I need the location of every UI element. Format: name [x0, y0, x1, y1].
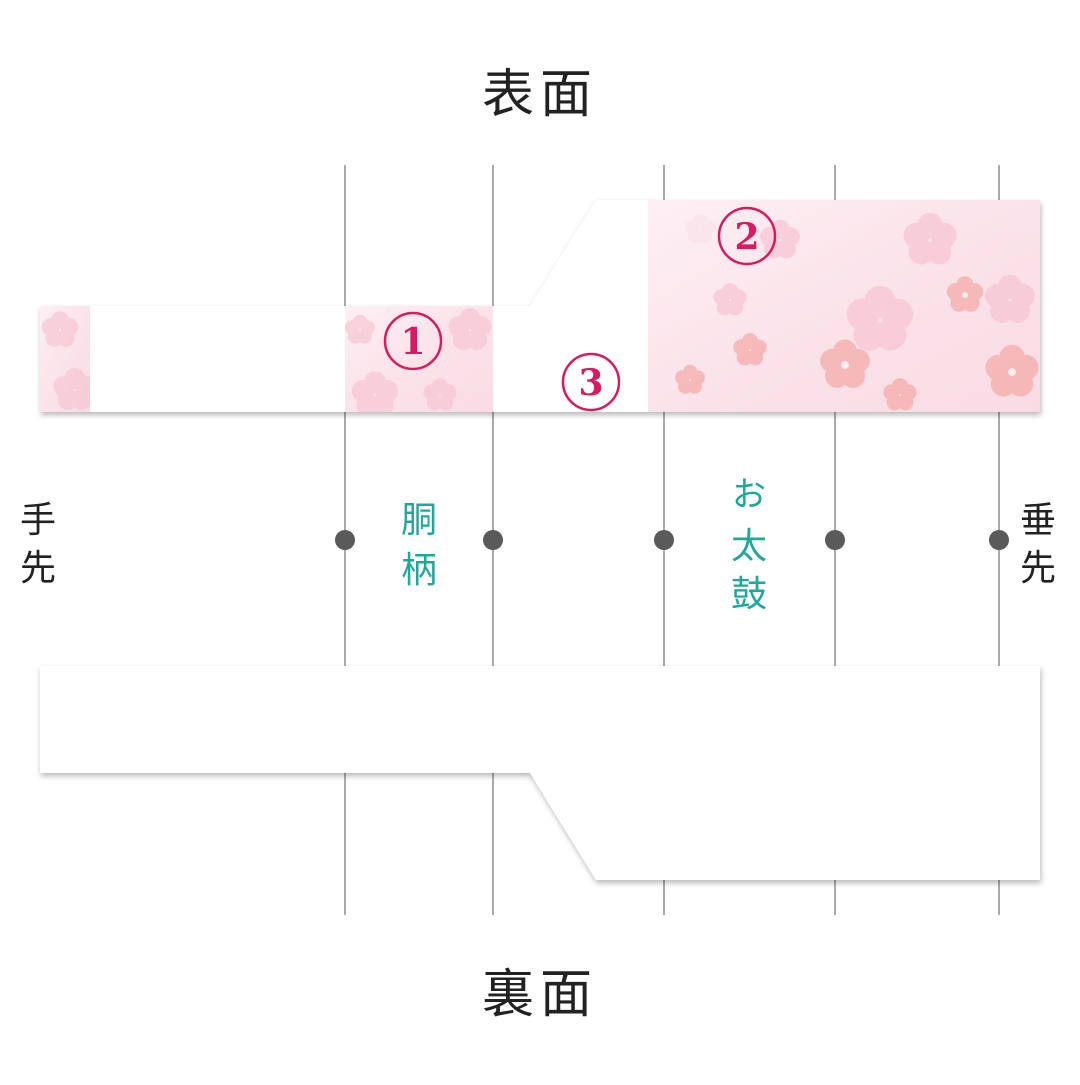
back-heading: 裏面	[482, 965, 598, 1025]
otaiko-label-1: お	[732, 475, 766, 515]
otaiko-label-2: 太	[731, 526, 767, 567]
marker-2: 2	[717, 206, 777, 266]
guide-dot-3	[654, 530, 674, 550]
guide-dot-2	[483, 530, 503, 550]
guide-dot-5	[989, 530, 1009, 550]
guide-dots	[335, 530, 1009, 550]
marker-1: 1	[383, 311, 443, 371]
tesaki-label-1: 手	[20, 500, 56, 541]
front-strip	[40, 200, 1040, 412]
tesaki-pattern	[40, 306, 90, 412]
guide-dot-1	[335, 530, 355, 550]
guide-dot-4	[825, 530, 845, 550]
front-heading: 表面	[482, 65, 598, 125]
dou-label-2: 柄	[401, 550, 437, 591]
marker-1-number: 1	[400, 321, 425, 363]
marker-3-number: 3	[578, 362, 603, 404]
otaiko-pattern	[648, 200, 1040, 412]
dou-label-1: 胴	[401, 500, 437, 541]
tesaki-label-2: 先	[20, 548, 56, 589]
marker-2-number: 2	[734, 216, 759, 258]
taresaki-label-1: 垂	[1020, 500, 1056, 541]
back-strip	[40, 666, 1040, 880]
taresaki-label-2: 先	[1020, 548, 1056, 589]
otaiko-label-3: 鼓	[731, 574, 767, 615]
dou-pattern	[345, 306, 493, 412]
marker-3: 3	[561, 352, 621, 412]
